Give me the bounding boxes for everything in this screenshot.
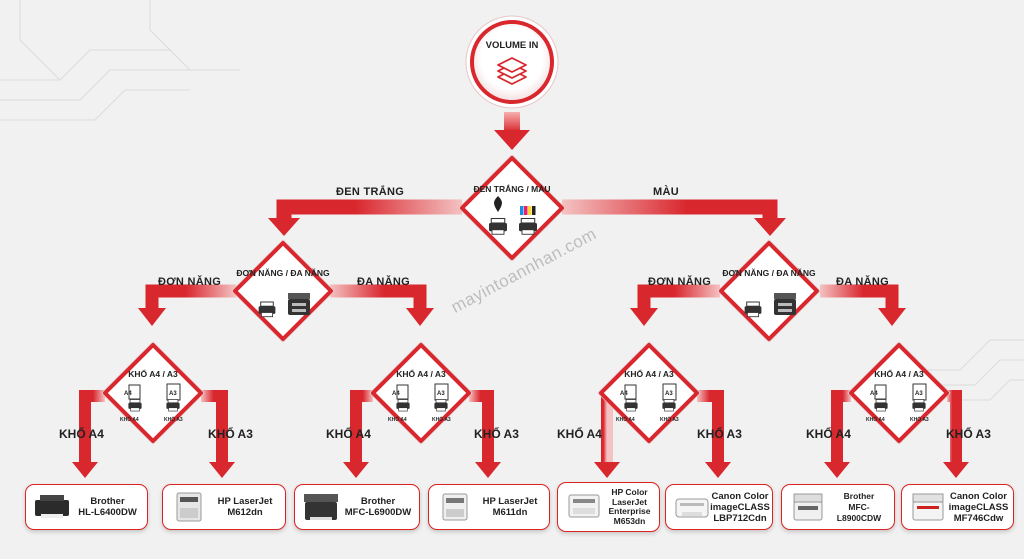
ink-drop-icon bbox=[494, 196, 502, 212]
printer-thumbnail bbox=[304, 494, 338, 520]
size-node-3-caption-a3: KHỔ A3 bbox=[660, 417, 679, 423]
bw-printer-icon bbox=[489, 217, 507, 235]
multifunction-printer-icon bbox=[774, 293, 796, 315]
a4-paper-icon bbox=[874, 384, 887, 400]
size-node-1-paper-a3: A3 bbox=[169, 391, 177, 397]
root-node bbox=[465, 15, 559, 109]
function-node-right bbox=[717, 239, 821, 343]
edge-single-function-right: ĐƠN NĂNG bbox=[648, 276, 712, 288]
size-node-3-paper-a4: A4 bbox=[620, 391, 628, 397]
printer-thumbnail bbox=[793, 493, 823, 521]
size-node-3 bbox=[597, 341, 701, 445]
size-node-4-paper-a4: A4 bbox=[870, 391, 878, 397]
size-node-2-label: KHỔ A4 / A3 bbox=[396, 369, 446, 379]
a4-paper-icon bbox=[396, 384, 409, 400]
printer-thumbnail bbox=[442, 493, 468, 521]
size-node-4-caption-a3: KHỔ A3 bbox=[910, 417, 929, 423]
edge-black-white: ĐEN TRẮNG bbox=[336, 186, 405, 198]
a3-printer-icon bbox=[912, 399, 926, 412]
a3-printer-icon bbox=[166, 399, 180, 412]
edge-a4-2: KHỔ A4 bbox=[326, 427, 371, 441]
edge-single-function-left: ĐƠN NĂNG bbox=[158, 276, 222, 288]
a4-printer-icon bbox=[874, 399, 888, 412]
circuit-decoration bbox=[0, 0, 1024, 401]
size-node-2-caption-a3: KHỔ A3 bbox=[432, 417, 451, 423]
size-node-3-label: KHỔ A4 / A3 bbox=[624, 369, 674, 379]
color-ink-icon bbox=[520, 206, 536, 215]
color-mode-node-label: ĐEN TRẮNG / MÀU bbox=[473, 184, 551, 194]
function-node-right-label: ĐƠN NĂNG / ĐA NĂNG bbox=[722, 268, 816, 278]
size-node-2-paper-a3: A3 bbox=[437, 391, 445, 397]
size-node-1 bbox=[101, 341, 205, 445]
layers-icon bbox=[497, 57, 527, 85]
function-node-left bbox=[231, 239, 335, 343]
multifunction-printer-icon bbox=[288, 293, 310, 315]
size-node-3-paper-a3: A3 bbox=[665, 391, 673, 397]
size-node-2 bbox=[369, 341, 473, 445]
printer-thumbnail bbox=[568, 494, 600, 518]
edge-color: MÀU bbox=[653, 186, 679, 198]
edge-a3-1: KHỔ A3 bbox=[208, 427, 253, 441]
size-node-4-paper-a3: A3 bbox=[915, 391, 923, 397]
single-function-printer-icon bbox=[744, 301, 762, 318]
color-printer-icon bbox=[519, 217, 537, 235]
size-node-3-caption-a4: KHỔ A4 bbox=[616, 417, 635, 423]
a4-printer-icon bbox=[396, 399, 410, 412]
function-node-left-label: ĐƠN NĂNG / ĐA NĂNG bbox=[236, 268, 330, 278]
size-node-1-caption-a3: KHỔ A3 bbox=[164, 417, 183, 423]
size-node-2-caption-a4: KHỔ A4 bbox=[388, 417, 407, 423]
edge-multi-function-left: ĐA NĂNG bbox=[357, 276, 411, 288]
edge-a3-2: KHỔ A3 bbox=[474, 427, 519, 441]
edge-a4-4: KHỔ A4 bbox=[806, 427, 851, 441]
size-node-4-caption-a4: KHỔ A4 bbox=[866, 417, 885, 423]
a4-printer-icon bbox=[624, 399, 638, 412]
a3-printer-icon bbox=[662, 399, 676, 412]
a4-paper-icon bbox=[624, 384, 637, 400]
printer-thumbnail bbox=[35, 495, 69, 518]
single-function-printer-icon bbox=[258, 301, 276, 318]
size-node-4-label: KHỔ A4 / A3 bbox=[874, 369, 924, 379]
size-node-1-label: KHỔ A4 / A3 bbox=[128, 369, 178, 379]
edge-a3-3: KHỔ A3 bbox=[697, 427, 742, 441]
edge-multi-function-right: ĐA NĂNG bbox=[836, 276, 890, 288]
a4-printer-icon bbox=[128, 399, 142, 412]
edge-a4-3: KHỔ A4 bbox=[557, 427, 602, 441]
size-node-4 bbox=[847, 341, 951, 445]
root-label: VOLUME IN bbox=[485, 40, 539, 51]
color-mode-node bbox=[458, 154, 566, 262]
a3-printer-icon bbox=[434, 399, 448, 412]
printer-thumbnail bbox=[176, 492, 202, 522]
edge-a3-4: KHỔ A3 bbox=[946, 427, 991, 441]
size-node-2-paper-a4: A4 bbox=[392, 391, 400, 397]
size-node-1-caption-a4: KHỔ A4 bbox=[120, 417, 139, 423]
size-node-1-paper-a4: A4 bbox=[124, 391, 132, 397]
edge-a4-1: KHỔ A4 bbox=[59, 427, 104, 441]
a4-paper-icon bbox=[128, 384, 141, 400]
printer-thumbnail bbox=[912, 493, 944, 521]
printer-thumbnail bbox=[675, 498, 709, 518]
